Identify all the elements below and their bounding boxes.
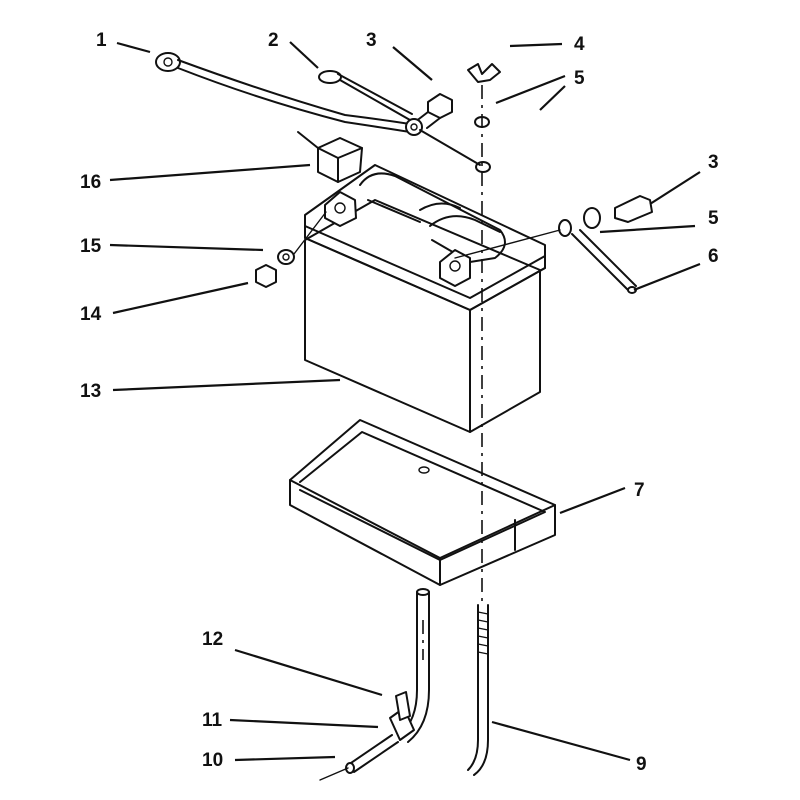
- callout-14: 14: [80, 304, 102, 325]
- callout-5-right: 5: [708, 208, 719, 229]
- ground-strap: [318, 70, 413, 121]
- callout-3-right: 3: [708, 152, 719, 173]
- wing-nut: [467, 63, 501, 83]
- clamp: [389, 691, 415, 741]
- callout-9: 9: [636, 754, 647, 775]
- callout-11: 11: [202, 710, 223, 731]
- terminal-bolt-right: [558, 195, 653, 237]
- strap-link: [419, 129, 481, 166]
- callout-10: 10: [202, 750, 223, 771]
- callout-15: 15: [80, 236, 102, 257]
- terminal-bolt-upper: [405, 93, 453, 136]
- callout-1: 1: [96, 30, 107, 51]
- tube: [319, 734, 399, 781]
- hex-nut: [255, 264, 277, 288]
- callout-6: 6: [708, 246, 719, 267]
- callout-labels: 1 2 3 4 5 3 5 6 7 9 10 11 12 13 14 15 16: [80, 30, 719, 775]
- positive-cable: [155, 52, 411, 133]
- terminal-cover: [297, 131, 363, 183]
- callout-16: 16: [80, 172, 101, 193]
- flat-washer: [277, 211, 327, 265]
- battery: [304, 164, 546, 433]
- leader-lines: [109, 41, 701, 762]
- lock-washers: [474, 116, 491, 173]
- callout-7: 7: [634, 480, 645, 501]
- battery-tray: [289, 419, 556, 586]
- callout-5-top: 5: [574, 68, 585, 89]
- callout-13: 13: [80, 381, 101, 402]
- callout-12: 12: [202, 629, 223, 650]
- callout-4: 4: [574, 34, 585, 55]
- hold-down-rod: [467, 85, 489, 776]
- callout-2: 2: [268, 30, 279, 51]
- callout-3-top: 3: [366, 30, 377, 51]
